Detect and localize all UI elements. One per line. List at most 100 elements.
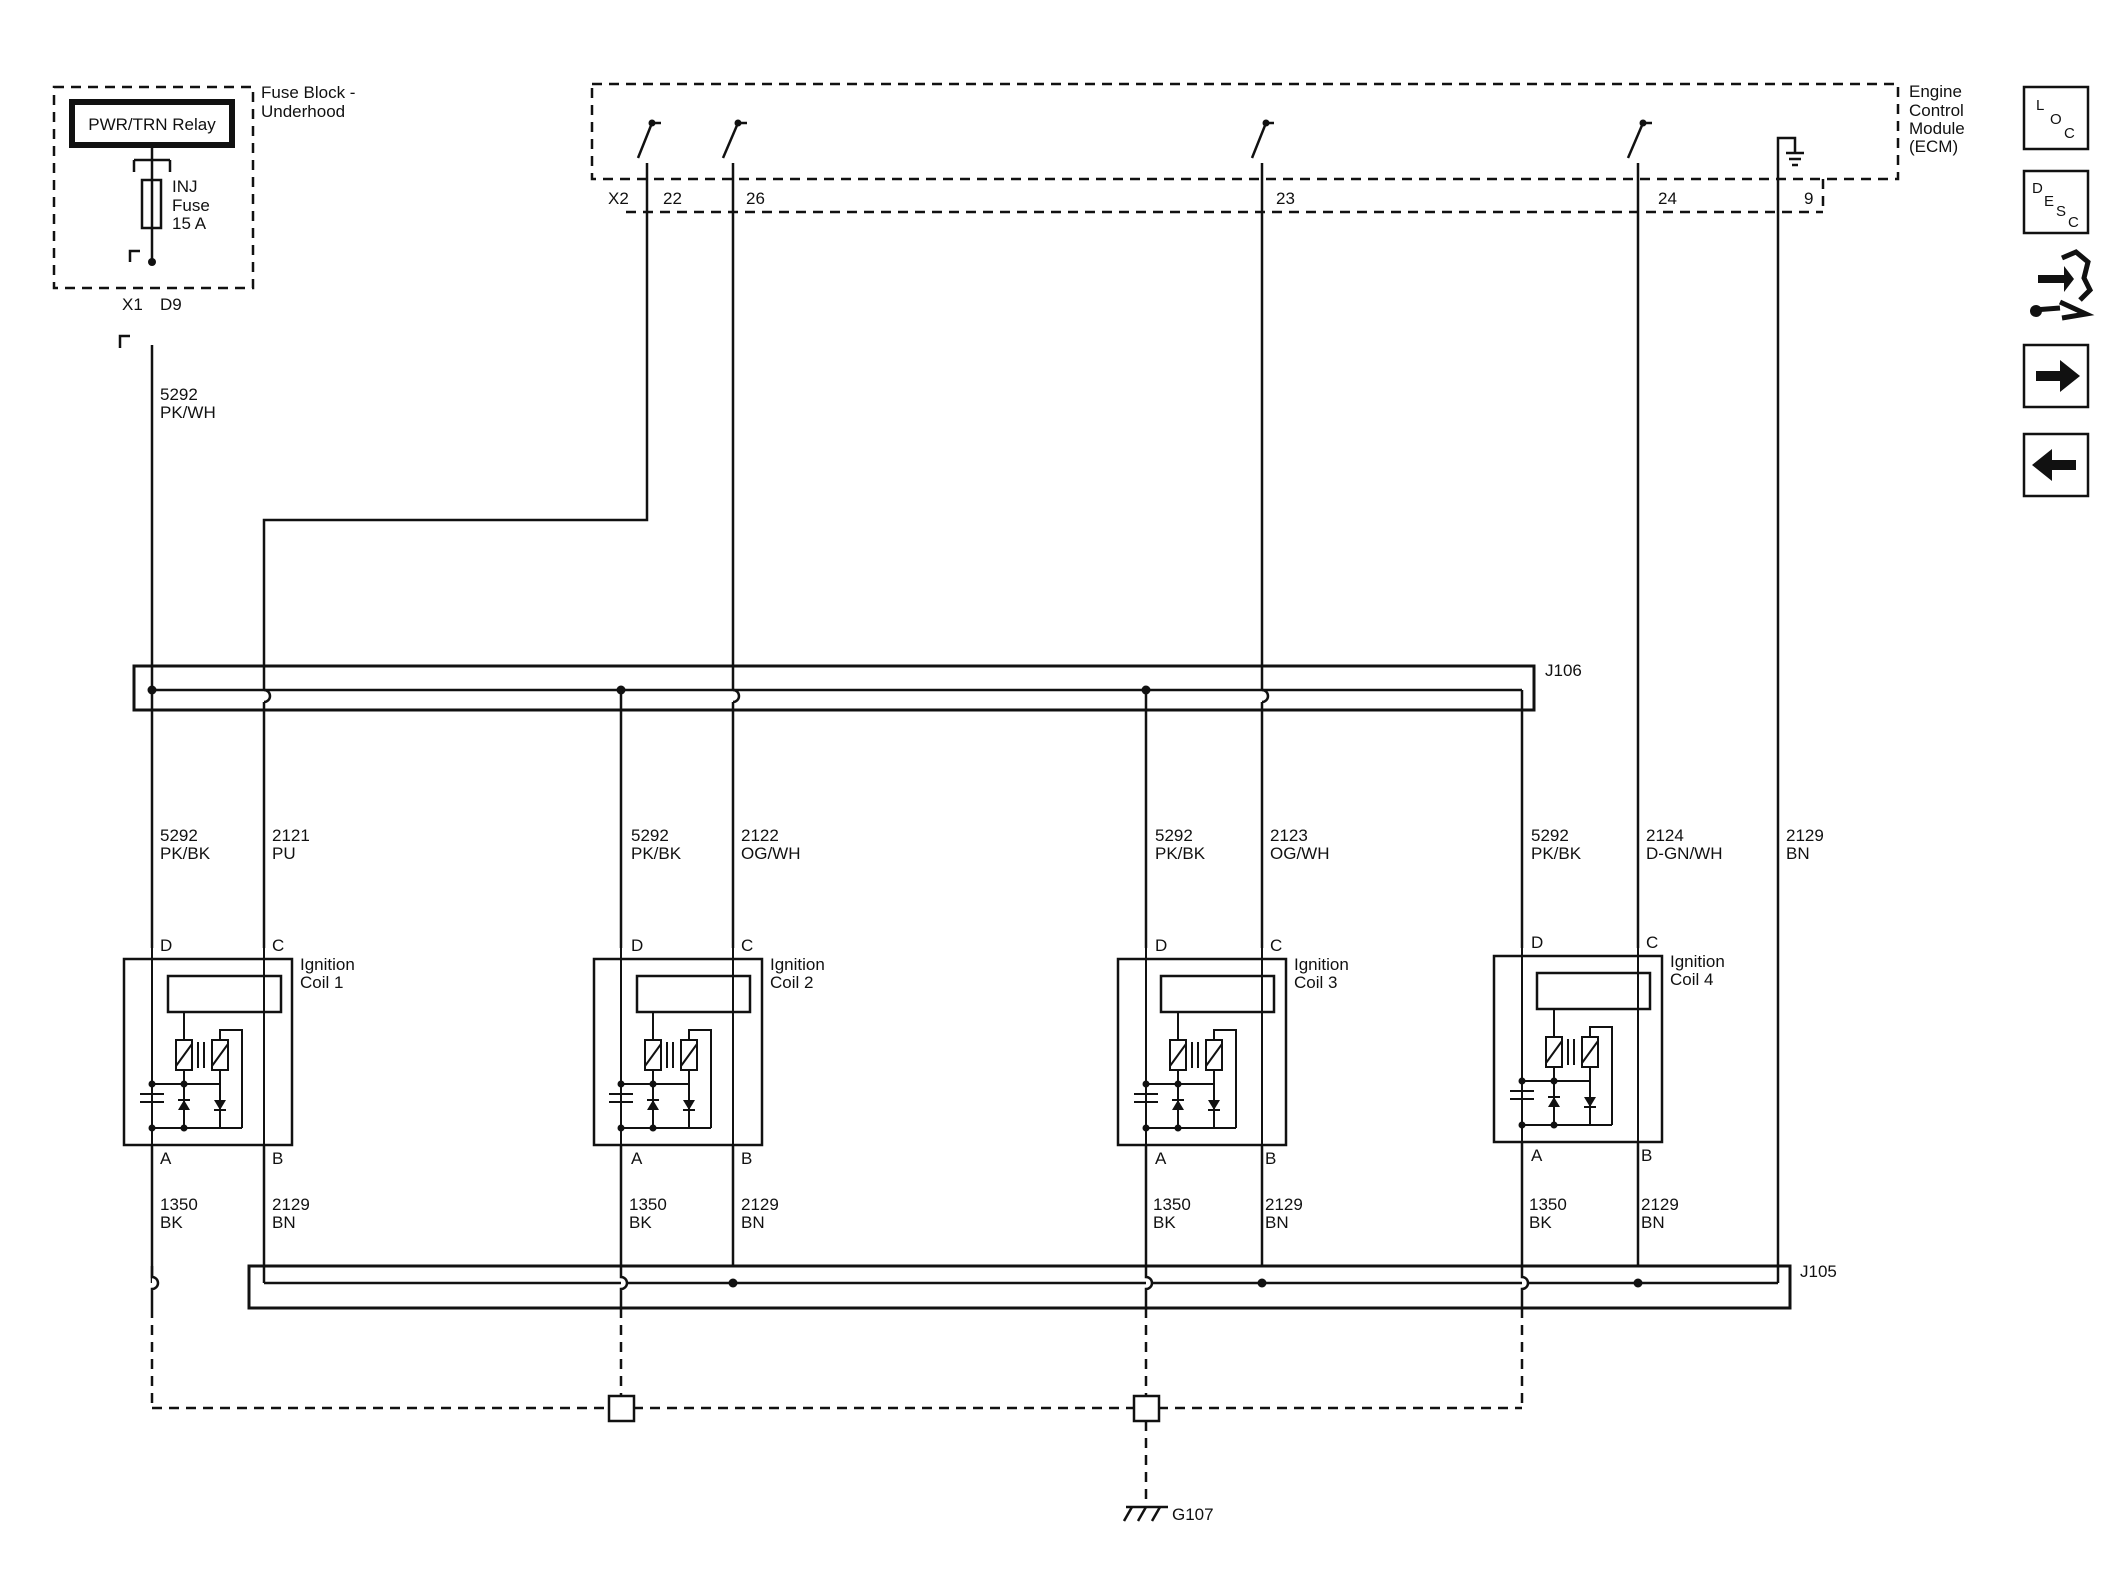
coil-2-d-circuit: 5292 (631, 826, 669, 845)
coil-internal-circuit (609, 948, 734, 1145)
ignition-coil-4: D C Ignition Coil 4 A B (1492, 933, 1725, 1165)
coil-4-pin-b: B (1641, 1146, 1652, 1165)
coil-1-a-circuit: 1350 (160, 1195, 198, 1214)
desc-letter-c: C (2068, 214, 2079, 231)
location-button[interactable]: L O C (2022, 85, 2090, 151)
splice-j106: J106 (132, 661, 1582, 712)
ecm-driver-switch (636, 119, 661, 159)
coil-1-upper-labels: 5292 PK/BK 2121 PU (160, 826, 310, 863)
coil-3-lower-labels: 1350 BK 2129 BN (1153, 1195, 1303, 1232)
coil-3-d-color: PK/BK (1155, 844, 1206, 863)
coil-internal-circuit (1134, 948, 1263, 1145)
desc-letter-d: D (2032, 180, 2043, 197)
coil-internal-circuit (140, 948, 265, 1145)
coil-1-name-2: Coil 1 (300, 973, 343, 992)
coil-1-d-circuit: 5292 (160, 826, 198, 845)
next-arrow-icon (2036, 360, 2080, 392)
ecm-driver-switch (1250, 119, 1274, 159)
splice-j105: J105 (150, 1262, 1837, 1310)
chassis-ground-icon (1122, 1505, 1168, 1522)
ecm-title-4: (ECM) (1909, 137, 1958, 156)
coil-2-upper-labels: 5292 PK/BK 2122 OG/WH (631, 826, 801, 863)
coil-2-b-circuit: 2129 (741, 1195, 779, 1214)
ignition-coil-2: D C Ignition Coil 2 A B (592, 936, 825, 1168)
ecm-title-2: Control (1909, 101, 1964, 120)
coil-4-c-circuit: 2124 (1646, 826, 1684, 845)
coil-3-pin-d: D (1155, 936, 1167, 955)
coil-4-d-color: PK/BK (1531, 844, 1582, 863)
coil-3-name-1: Ignition (1294, 955, 1349, 974)
coil-2-c-circuit: 2122 (741, 826, 779, 845)
coil-internal-circuit (1510, 945, 1639, 1142)
fuse-label-3: 15 A (172, 214, 207, 233)
coil-2-b-color: BN (741, 1213, 765, 1232)
ground-connector-2 (1132, 1394, 1161, 1423)
connector-x1: X1 (122, 295, 143, 314)
splice-j105-label: J105 (1800, 1262, 1837, 1281)
loc-letter-l: L (2036, 97, 2044, 114)
coil-2-pin-c: C (741, 936, 753, 955)
coil-1-pin-d: D (160, 936, 172, 955)
ecm-connector-x2: X2 (608, 189, 629, 208)
coil-2-a-circuit: 1350 (629, 1195, 667, 1214)
ecm-driver-switch (721, 119, 747, 159)
pin-d9: D9 (160, 295, 182, 314)
fuse-block-underhood: Fuse Block - Underhood PWR/TRN Relay INJ… (52, 83, 355, 422)
ecm-pin-9: 9 (1804, 189, 1813, 208)
coil-4-name-1: Ignition (1670, 952, 1725, 971)
feed-circuit-number: 5292 (160, 385, 198, 404)
ecm-ground-icon (1776, 136, 1804, 167)
coil-1-lower-labels: 1350 BK 2129 BN (160, 1195, 310, 1232)
ecm-title-3: Module (1909, 119, 1965, 138)
ground-g107-network: G107 (150, 1308, 1524, 1524)
ecm-ground-circuit: 2129 (1786, 826, 1824, 845)
coil-4-pin-a: A (1531, 1146, 1543, 1165)
description-button[interactable]: D E S C (2022, 169, 2090, 235)
ecm-ground-wire-labels: 2129 BN (1786, 826, 1824, 863)
coil-3-a-circuit: 1350 (1153, 1195, 1191, 1214)
coil-1-name-1: Ignition (300, 955, 355, 974)
coil-3-upper-labels: 5292 PK/BK 2123 OG/WH (1155, 826, 1330, 863)
next-page-button[interactable] (2022, 343, 2090, 409)
ecm-ground-color: BN (1786, 844, 1810, 863)
feed-circuit-color: PK/WH (160, 403, 216, 422)
coil-1-c-circuit: 2121 (272, 826, 310, 845)
coil-3-c-color: OG/WH (1270, 844, 1330, 863)
fuse-block-title-2: Underhood (261, 102, 345, 121)
ecm-driver-switch (1626, 119, 1652, 159)
previous-page-button[interactable] (2022, 432, 2090, 498)
coil-3-pin-a: A (1155, 1149, 1167, 1168)
ecm-title-1: Engine (1909, 82, 1962, 101)
coil-2-pin-a: A (631, 1149, 643, 1168)
coil-3-d-circuit: 5292 (1155, 826, 1193, 845)
coil-2-name-1: Ignition (770, 955, 825, 974)
coil-1-b-color: BN (272, 1213, 296, 1232)
coil-1-pin-b: B (272, 1149, 283, 1168)
ecm-pin-23: 23 (1276, 189, 1295, 208)
coil-3-a-color: BK (1153, 1213, 1176, 1232)
previous-arrow-icon (2032, 449, 2076, 481)
coil-2-pin-b: B (741, 1149, 752, 1168)
coil-4-d-circuit: 5292 (1531, 826, 1569, 845)
splice-j106-label: J106 (1545, 661, 1582, 680)
coil-1-a-color: BK (160, 1213, 183, 1232)
ground-connector-1 (607, 1394, 636, 1423)
coil-2-a-color: BK (629, 1213, 652, 1232)
coil-4-c-color: D-GN/WH (1646, 844, 1722, 863)
coil-2-lower-labels: 1350 BK 2129 BN (629, 1195, 779, 1232)
ground-g107-label: G107 (1172, 1505, 1214, 1524)
coil-4-a-circuit: 1350 (1529, 1195, 1567, 1214)
ignition-coil-3: D C Ignition Coil 3 A B (1116, 936, 1349, 1168)
coil-4-a-color: BK (1529, 1213, 1552, 1232)
loc-letter-o: O (2050, 111, 2062, 128)
coil-2-c-color: OG/WH (741, 844, 801, 863)
connector-tool-icon[interactable] (2030, 249, 2095, 321)
coil-2-name-2: Coil 2 (770, 973, 813, 992)
coil-4-upper-labels: 5292 PK/BK 2124 D-GN/WH (1531, 826, 1722, 863)
coil-3-c-circuit: 2123 (1270, 826, 1308, 845)
coil-2-pin-d: D (631, 936, 643, 955)
coil-4-pin-c: C (1646, 933, 1658, 952)
coil-1-pin-c: C (272, 936, 284, 955)
loc-letter-c: C (2064, 125, 2075, 142)
